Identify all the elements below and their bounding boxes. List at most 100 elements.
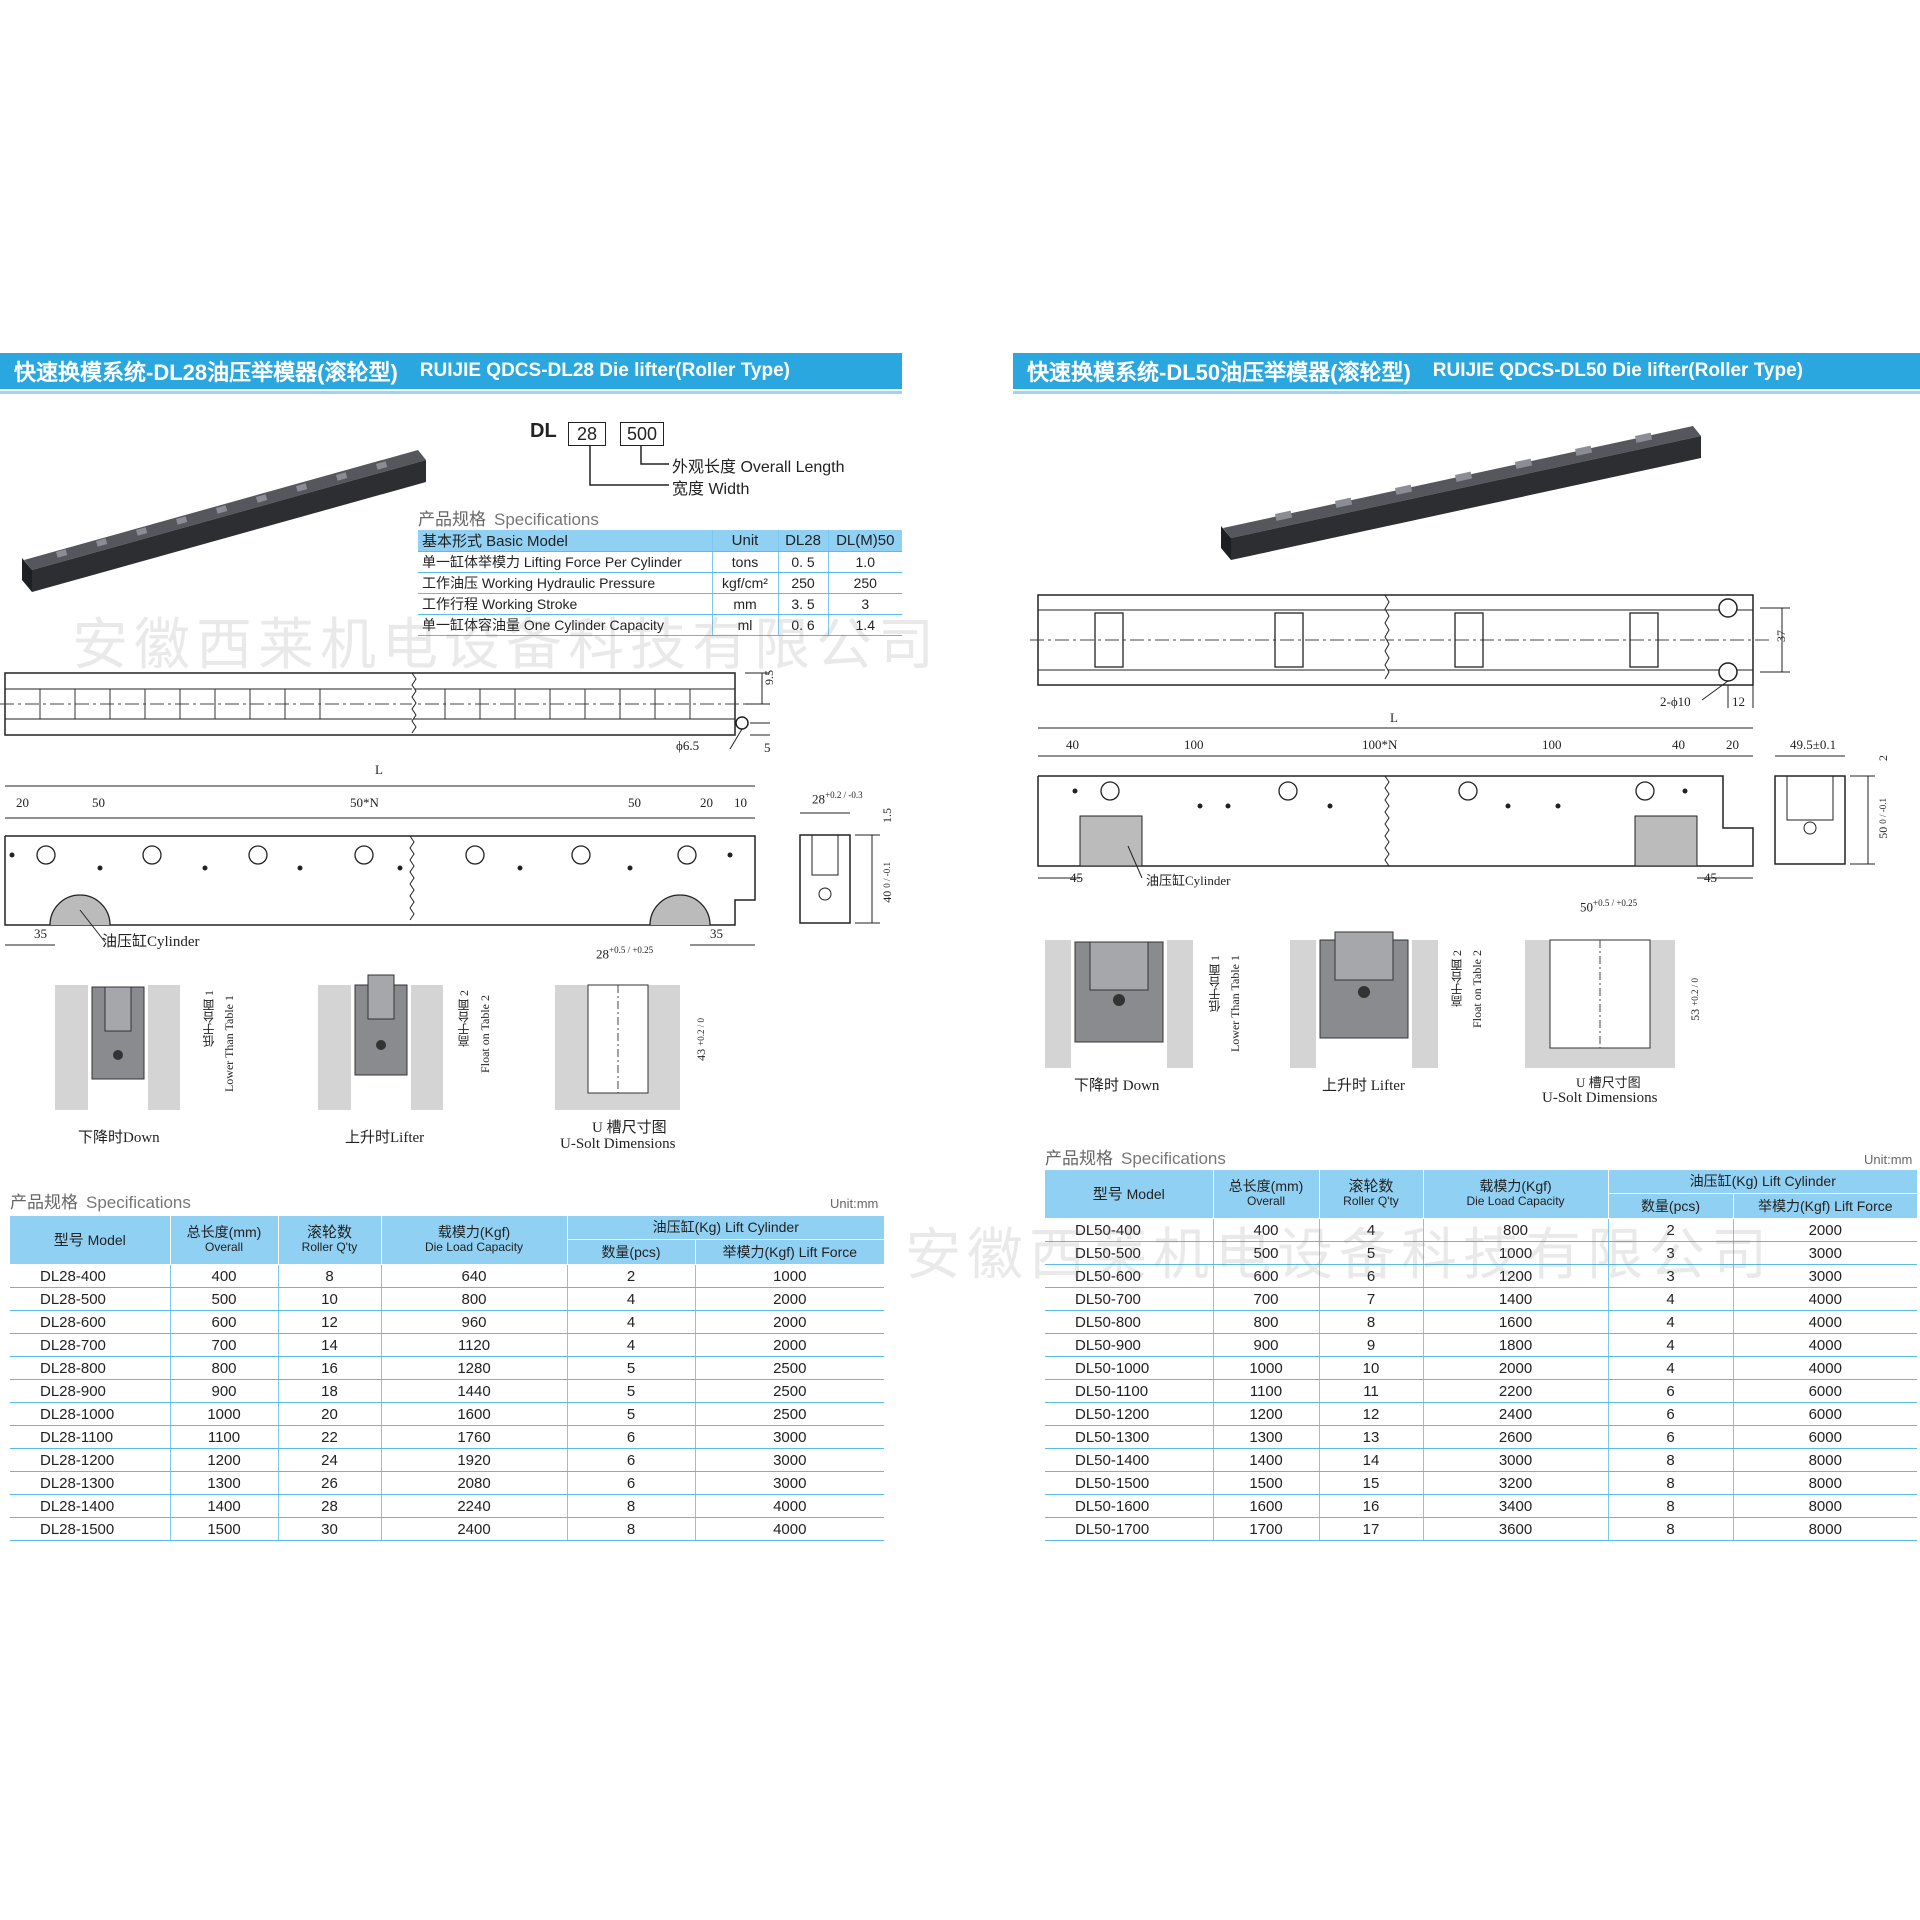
table-cell: 15 <box>1319 1471 1424 1495</box>
left-lift-vert-en: Float on Table 2 <box>478 995 492 1073</box>
right-down-label: 下降时 Down <box>1074 1078 1160 1094</box>
left-dim-20b: 20 <box>700 795 713 810</box>
left-state-drawings <box>55 974 680 1110</box>
table-cell: 700 <box>170 1333 279 1357</box>
left-cylinder-label: 油压缸Cylinder <box>102 934 200 950</box>
table-cell: 8000 <box>1733 1471 1918 1495</box>
table-cell: 1100 <box>1213 1379 1320 1403</box>
table-cell: 6000 <box>1733 1425 1918 1449</box>
left-dim-u43: 43 +0.2 / 0 <box>694 1018 708 1061</box>
left-down-vert-cn: 低于台面 1 <box>202 990 216 1047</box>
table-cell: DL50-800 <box>1045 1310 1214 1334</box>
right-spec-header-row2: 数量(pcs) 举模力(Kgf) Lift Force <box>1045 1193 1918 1219</box>
watermark-left: 安徽西莱机电设备科技有限公司 <box>72 613 940 678</box>
left-dim-1-5: 1.5 <box>880 808 894 823</box>
table-cell: 5 <box>567 1379 696 1403</box>
left-lift-label: 上升时Lifter <box>345 1130 425 1146</box>
left-dim-phi: ϕ6.5 <box>676 738 700 753</box>
table-cell: 2000 <box>695 1287 885 1311</box>
table-cell: 1920 <box>381 1448 568 1472</box>
table-cell: 2600 <box>1423 1425 1609 1449</box>
table-cell: 3600 <box>1423 1517 1609 1541</box>
table-cell: 4 <box>1608 1333 1734 1357</box>
left-banner: 快速换模系统-DL28油压举模器(滚轮型) RUIJIE QDCS-DL28 D… <box>0 353 902 389</box>
table-cell: 4 <box>1608 1287 1734 1311</box>
left-dim-35a: 35 <box>34 926 47 941</box>
table-cell: 1500 <box>1213 1471 1320 1495</box>
table-cell: 1800 <box>1423 1333 1609 1357</box>
table-cell: 800 <box>170 1356 279 1380</box>
table-cell: 2000 <box>1423 1356 1609 1380</box>
right-lift-label: 上升时 Lifter <box>1322 1078 1405 1094</box>
table-cell: DL50-1500 <box>1045 1471 1214 1495</box>
table-cell: 1000 <box>695 1264 885 1288</box>
table-cell: 700 <box>1213 1287 1320 1311</box>
left-basic-heading-cn: 产品规格 <box>418 510 486 529</box>
table-cell: 1600 <box>381 1402 568 1426</box>
table-cell: 6 <box>567 1425 696 1449</box>
table-cell: 26 <box>278 1471 382 1495</box>
table-cell: DL28-1000 <box>10 1402 171 1426</box>
left-code-length-label: 外观长度 Overall Length <box>672 459 845 476</box>
table-cell: 2240 <box>381 1494 568 1518</box>
right-dim-u53: 53 +0.2 / 0 <box>1688 978 1702 1021</box>
right-dim-20: 20 <box>1726 737 1739 752</box>
table-cell: 4 <box>567 1333 696 1357</box>
table-cell: 1500 <box>170 1517 279 1541</box>
right-dim-2: 2 <box>1876 755 1890 761</box>
table-cell: 2080 <box>381 1471 568 1495</box>
table-cell: 1000 <box>1423 1241 1609 1265</box>
table-cell: DL28-400 <box>10 1264 171 1288</box>
table-cell: 1600 <box>1423 1310 1609 1334</box>
table-cell: 4000 <box>1733 1310 1918 1334</box>
table-cell: 900 <box>1213 1333 1320 1357</box>
table-cell: 1600 <box>1213 1494 1320 1518</box>
table-cell: DL28-1500 <box>10 1517 171 1541</box>
table-cell: 16 <box>278 1356 382 1380</box>
right-top-view-drawing <box>1030 594 1790 708</box>
right-dim-u50: 50+0.5 / +0.25 <box>1580 898 1638 915</box>
right-banner: 快速换模系统-DL50油压举模器(滚轮型) RUIJIE QDCS-DL50 D… <box>1013 353 1920 389</box>
basic-header-model: 基本形式 Basic Model <box>418 530 713 552</box>
left-dim-35b: 35 <box>710 926 723 941</box>
right-side-view-drawing <box>1037 727 1875 879</box>
table-cell: 6 <box>1608 1379 1734 1403</box>
right-unit: Unit:mm <box>1864 1152 1913 1167</box>
table-cell: 3400 <box>1423 1494 1609 1518</box>
left-lift-vert-cn: 高于台面 2 <box>457 990 471 1047</box>
table-cell: 9 <box>1319 1333 1424 1357</box>
right-dim-w49: 49.5±0.1 <box>1790 737 1837 752</box>
right-th-length: 总长度(mm)Overall <box>1213 1170 1320 1219</box>
right-th-model: 型号 Model <box>1045 1170 1214 1219</box>
left-dim-5: 5 <box>764 740 771 755</box>
table-cell: 1200 <box>170 1448 279 1472</box>
table-cell: 6 <box>567 1471 696 1495</box>
right-banner-stripe <box>1013 391 1920 394</box>
right-banner-cn: 快速换模系统-DL50油压举模器(滚轮型) <box>1027 360 1411 385</box>
table-cell: 2400 <box>381 1517 568 1541</box>
table-cell: DL50-1100 <box>1045 1379 1214 1403</box>
basic-header-dl28: DL28 <box>778 530 829 552</box>
table-cell: 400 <box>1213 1218 1320 1242</box>
table-cell: 10 <box>1319 1356 1424 1380</box>
table-cell: DL50-1400 <box>1045 1448 1214 1472</box>
table-cell: 3000 <box>1733 1241 1918 1265</box>
left-th-force: 举模力(Kgf) Lift Force <box>695 1239 885 1265</box>
table-cell: 5 <box>567 1356 696 1380</box>
